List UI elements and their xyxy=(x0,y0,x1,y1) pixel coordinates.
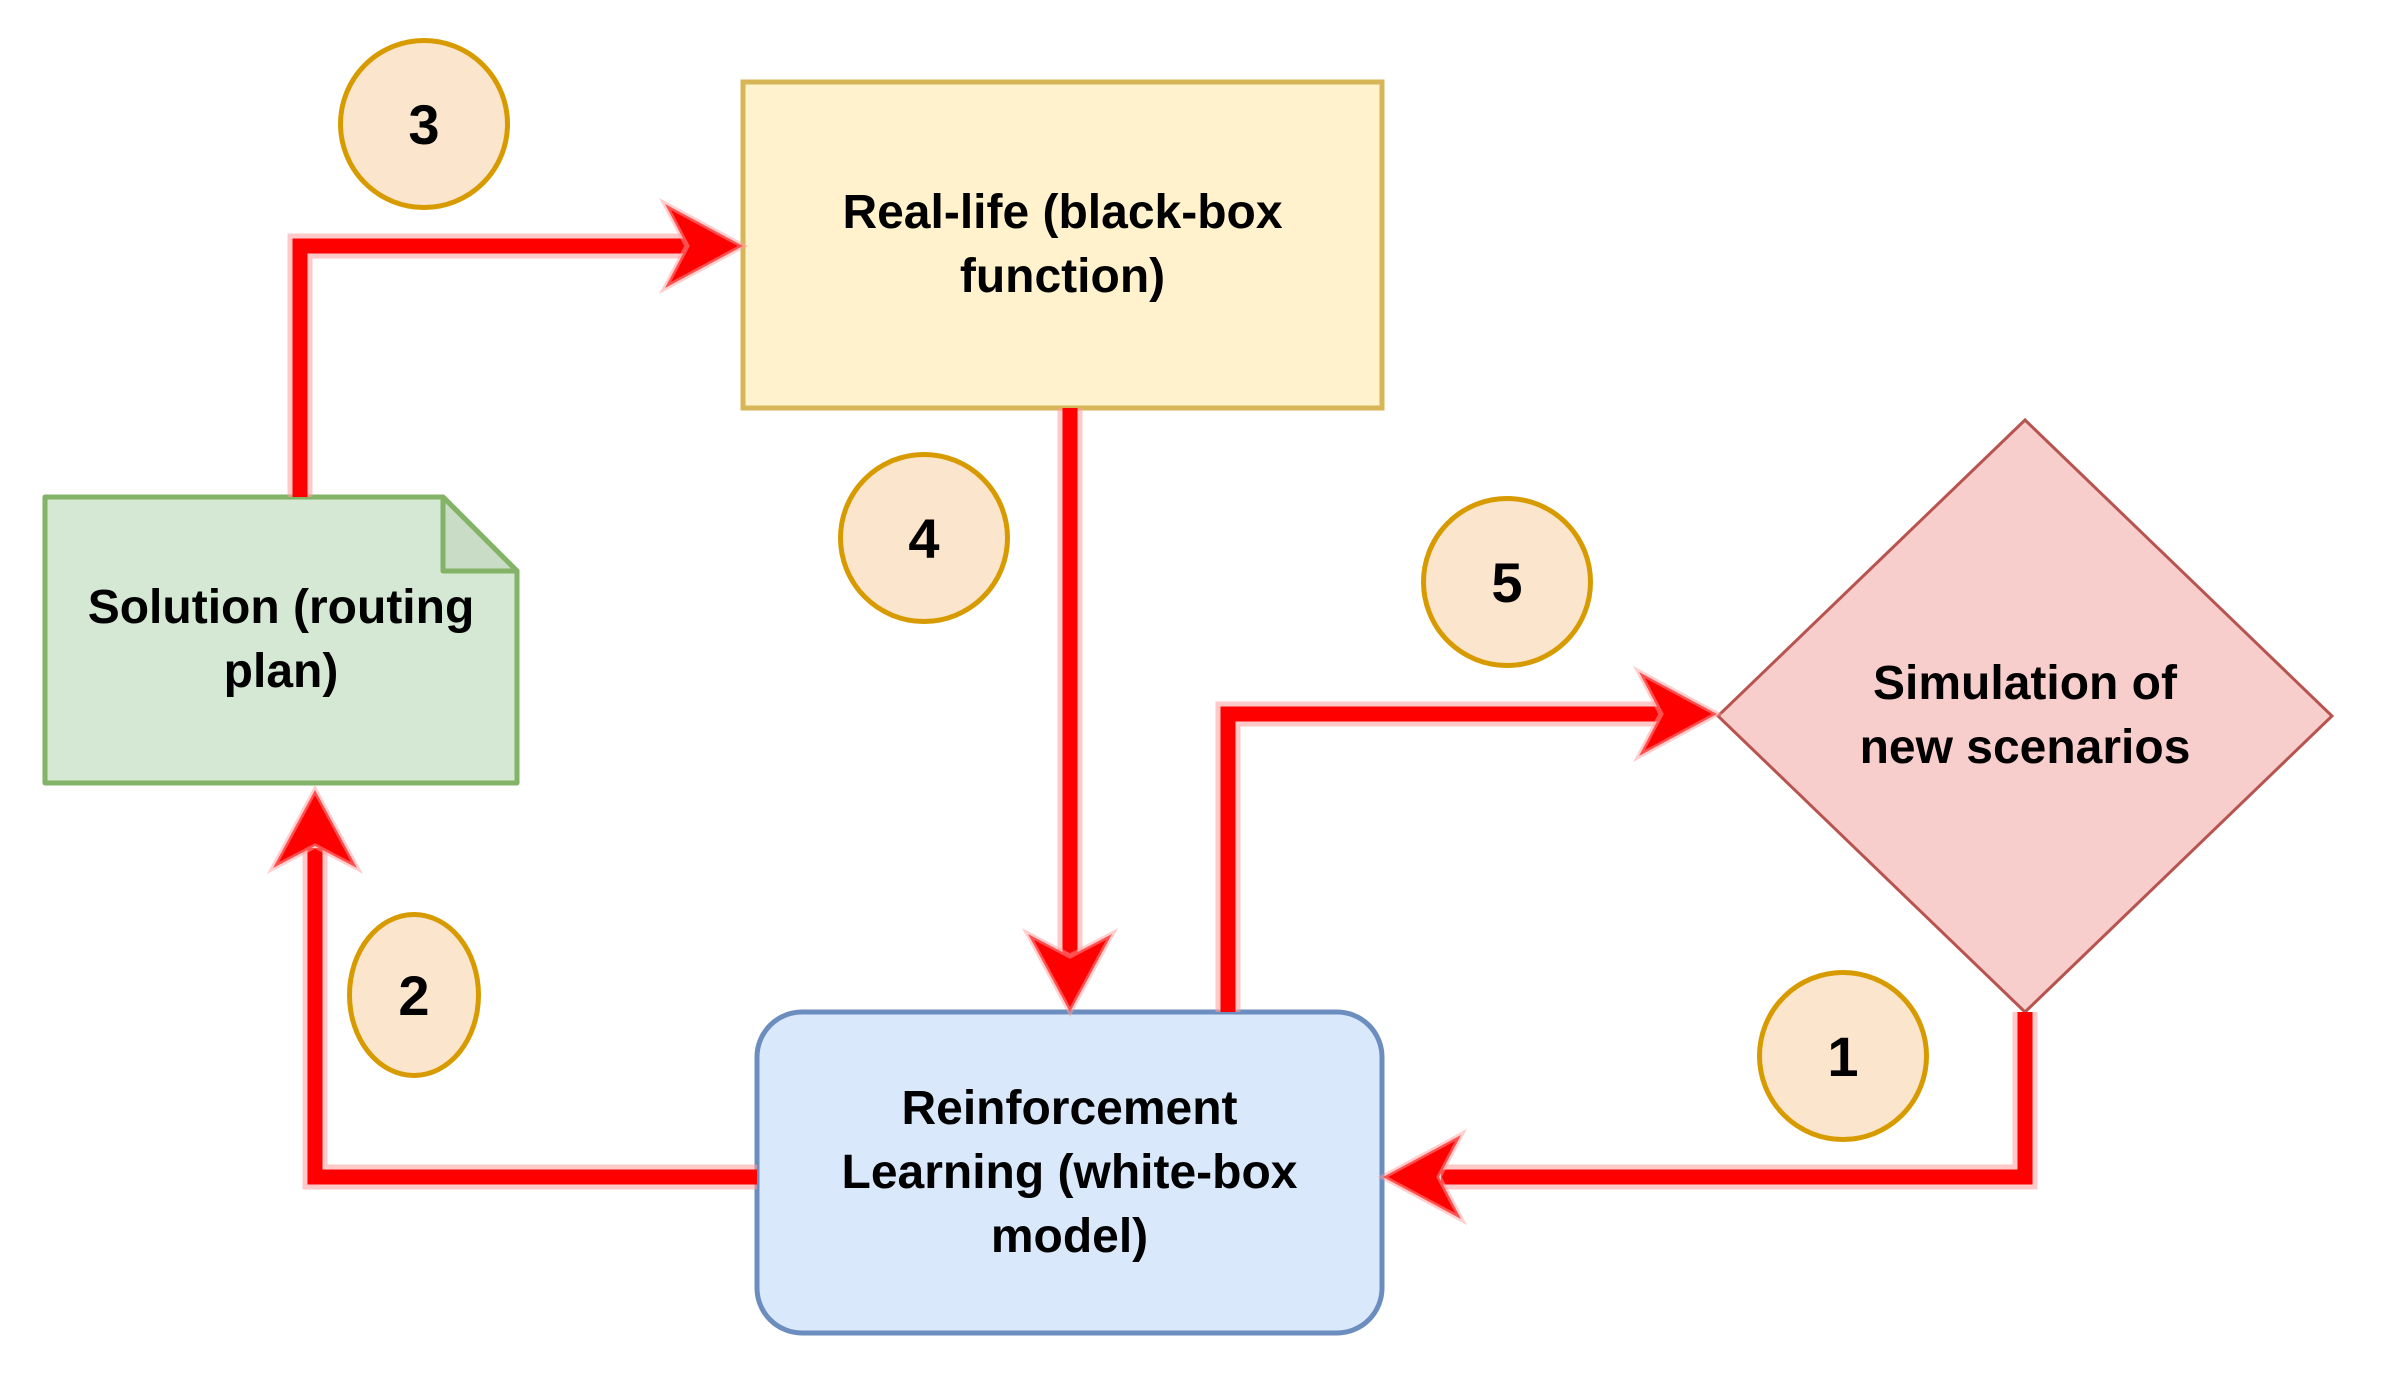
arrow-3-solution-to-real-life xyxy=(287,197,749,497)
node-simulation-shape xyxy=(1715,417,2335,1015)
arrow-2-head-up-icon xyxy=(266,784,364,875)
arrow-5-line xyxy=(1220,706,1663,1012)
step-badge-1-number: 1 xyxy=(1827,1024,1859,1088)
arrow-5-rl-to-simulation xyxy=(1215,665,1723,1012)
note-body xyxy=(42,494,520,786)
step-badge-2: 2 xyxy=(347,912,481,1078)
step-badge-5-number: 5 xyxy=(1491,550,1523,614)
step-badge-1: 1 xyxy=(1757,970,1929,1142)
arrow-1-simulation-to-rl xyxy=(1377,1012,2038,1226)
arrow-1-line xyxy=(1441,1012,2033,1185)
arrow-4-real-life-to-rl xyxy=(1021,408,1119,1018)
note-fold-corner xyxy=(440,494,520,574)
step-badge-4-number: 4 xyxy=(908,506,940,570)
node-real-life-shape xyxy=(740,79,1385,411)
step-badge-3-number: 3 xyxy=(408,92,440,156)
arrow-5-head-right-icon xyxy=(1632,665,1723,763)
arrow-2-rl-to-solution xyxy=(266,784,757,1190)
node-solution-shape xyxy=(42,494,520,786)
arrow-4-head-down-icon xyxy=(1021,927,1119,1018)
arrow-2-line xyxy=(307,848,757,1185)
arrow-3-line xyxy=(292,238,689,497)
node-reinforcement-learning-shape xyxy=(754,1009,1385,1336)
arrow-1-head-left-icon xyxy=(1377,1128,1468,1226)
step-badge-5: 5 xyxy=(1421,496,1593,668)
step-badge-4: 4 xyxy=(838,452,1010,624)
arrow-3-head-right-icon xyxy=(658,197,749,295)
step-badge-2-number: 2 xyxy=(398,963,430,1027)
step-badge-3: 3 xyxy=(338,38,510,210)
